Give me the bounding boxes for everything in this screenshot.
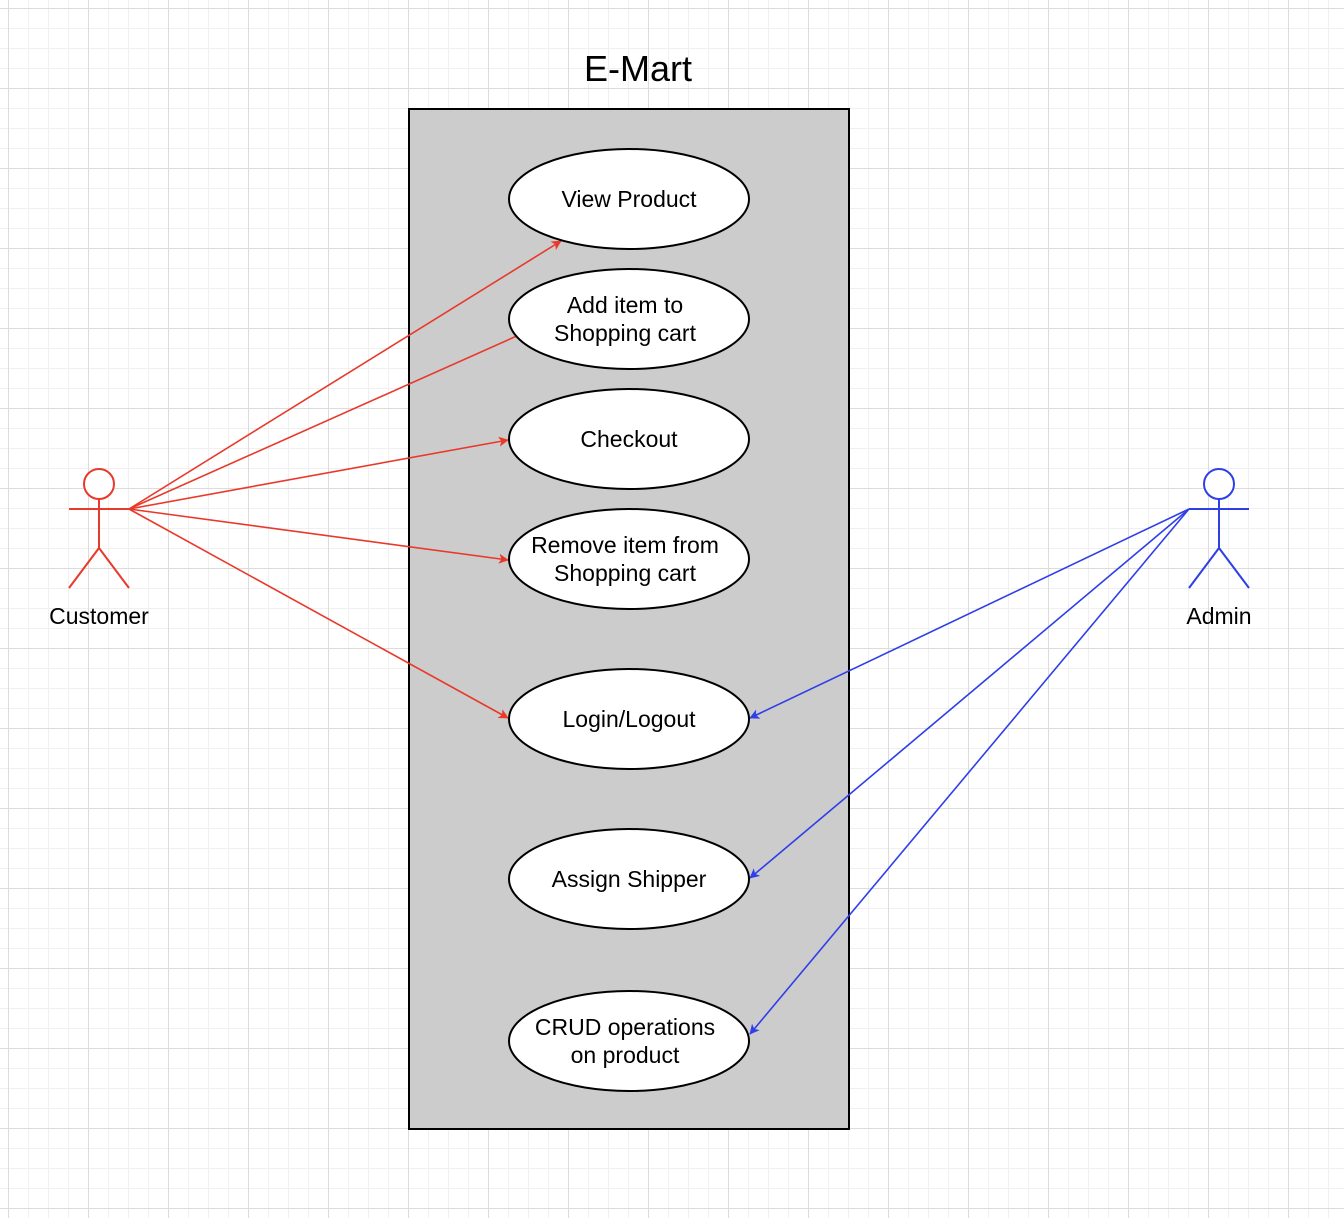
actors-layer: Customer Admin	[49, 468, 1252, 629]
actor-label: Admin	[1186, 603, 1251, 629]
use-case-label: Checkout	[580, 426, 678, 452]
actor-left-leg	[1188, 547, 1220, 589]
association-customer-to-checkout[interactable]	[128, 436, 509, 510]
system-boundary[interactable]	[408, 108, 850, 1130]
actor-head	[1203, 468, 1235, 500]
use-case-ellipse	[508, 828, 750, 930]
actor-right-leg	[1218, 547, 1250, 589]
use-case-ellipse	[508, 268, 750, 370]
use-case-ellipse	[508, 668, 750, 770]
association-admin-to-assign-shipper[interactable]	[749, 508, 1190, 879]
use-case-ellipse	[508, 388, 750, 490]
use-case-label: View Product	[561, 186, 697, 212]
actor-admin[interactable]: Admin	[1186, 468, 1252, 629]
association-admin-to-login-logout[interactable]	[749, 508, 1190, 719]
use-case-checkout[interactable]: Checkout	[508, 388, 750, 490]
use-case-label: Login/Logout	[562, 706, 696, 732]
use-case-label: Shopping cart	[554, 560, 697, 586]
use-case-label: Add item to	[567, 292, 683, 318]
use-case-view-product[interactable]: View Product	[508, 148, 750, 250]
associations-layer	[128, 240, 1190, 1035]
use-case-label: CRUD operations	[535, 1014, 715, 1040]
system-title: E-Mart	[584, 48, 692, 89]
association-customer-to-remove-item[interactable]	[128, 508, 509, 564]
use-case-login-logout[interactable]: Login/Logout	[508, 668, 750, 770]
actor-customer[interactable]: Customer	[49, 468, 149, 629]
use-case-assign-shipper[interactable]: Assign Shipper	[508, 828, 750, 930]
association-admin-to-crud-product[interactable]	[749, 508, 1190, 1035]
use-case-label: Assign Shipper	[552, 866, 707, 892]
association-customer-to-login-logout[interactable]	[128, 508, 509, 719]
use-case-label: Remove item from	[531, 532, 719, 558]
use-case-ellipse	[508, 508, 750, 610]
use-case-label: Shopping cart	[554, 320, 697, 346]
use-case-ellipse	[508, 990, 750, 1092]
actor-right-leg	[98, 547, 130, 589]
association-customer-to-view-product[interactable]	[128, 240, 562, 510]
actor-label: Customer	[49, 603, 149, 629]
association-customer-to-add-item[interactable]	[128, 330, 529, 510]
actor-left-leg	[68, 547, 100, 589]
use-case-ellipse	[508, 148, 750, 250]
use-case-label: on product	[571, 1042, 680, 1068]
actor-head	[83, 468, 115, 500]
